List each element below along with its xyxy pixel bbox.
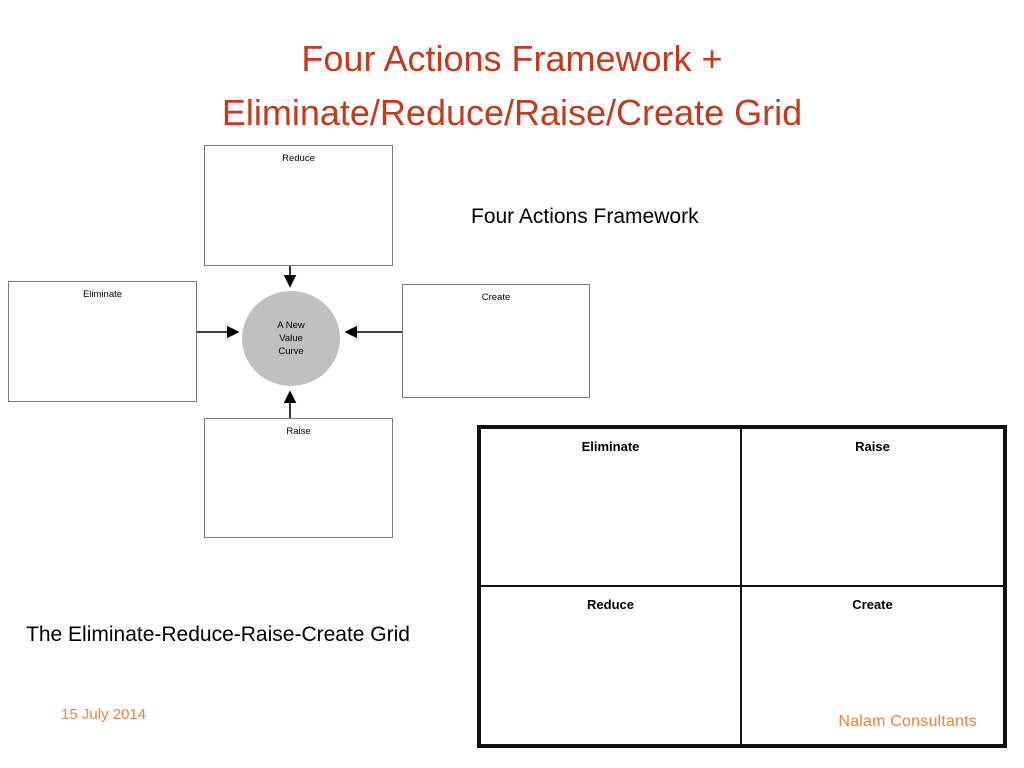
diagram-caption: Four Actions Framework: [471, 205, 699, 228]
diagram-center-circle[interactable]: A New Value Curve: [242, 291, 340, 386]
errc-cell-raise[interactable]: Raise: [742, 429, 1003, 587]
diagram-box-create-label: Create: [481, 292, 511, 303]
errc-grid: Eliminate Raise Reduce Create Nalam Cons…: [477, 425, 1007, 748]
errc-cell-create[interactable]: Create Nalam Consultants: [742, 586, 1003, 744]
errc-cell-raise-label: Raise: [855, 439, 890, 454]
errc-cell-eliminate[interactable]: Eliminate: [481, 429, 742, 587]
errc-cell-reduce-label: Reduce: [587, 596, 634, 612]
grid-caption: The Eliminate-Reduce-Raise-Create Grid: [26, 623, 410, 646]
diagram-center-label: A New Value Curve: [277, 320, 305, 357]
diagram-box-reduce[interactable]: Reduce: [204, 145, 393, 266]
diagram-box-eliminate-label: Eliminate: [82, 289, 123, 300]
errc-cell-eliminate-label: Eliminate: [581, 439, 640, 454]
slide-date: 15 July 2014: [61, 706, 147, 723]
diagram-box-reduce-label: Reduce: [282, 153, 315, 164]
diagram-box-create[interactable]: Create: [402, 284, 590, 398]
diagram-box-eliminate[interactable]: Eliminate: [8, 281, 197, 402]
page-title: Four Actions Framework + Eliminate/Reduc…: [221, 38, 803, 133]
diagram-box-raise[interactable]: Raise: [204, 418, 393, 538]
errc-cell-create-label: Create: [852, 596, 893, 612]
brand-label: Nalam Consultants: [838, 713, 977, 730]
errc-cell-reduce[interactable]: Reduce: [481, 586, 742, 744]
diagram-box-raise-label: Raise: [286, 426, 311, 437]
